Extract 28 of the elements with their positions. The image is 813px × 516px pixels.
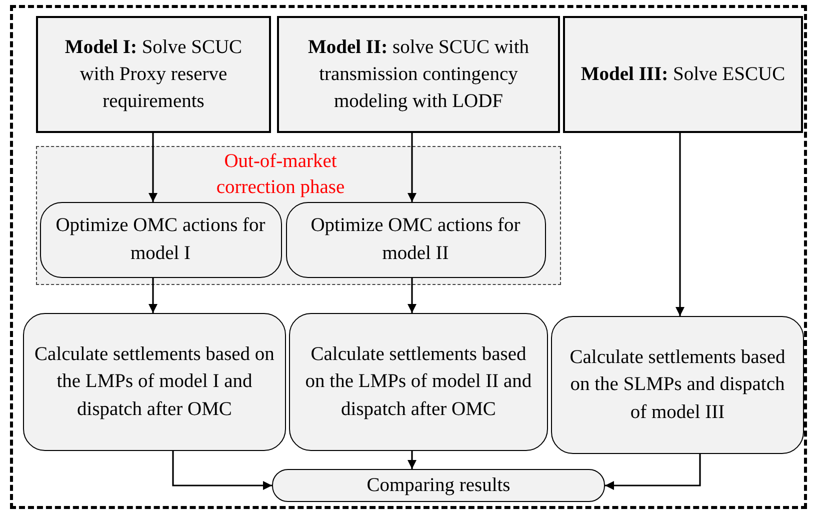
box-text: Model III: Solve ESCUC — [580, 62, 786, 87]
box-text: Model I: Solve SCUC with Proxy reserve requirements — [64, 36, 244, 114]
box-text: Calculate settlements based on the LMPs of model I and dispatch after OMC — [34, 343, 275, 422]
arrow — [676, 133, 684, 316]
arrow — [605, 454, 701, 490]
box-text: Model II: solve SCUC with transmission contingency modeling with LODF — [306, 36, 530, 114]
rounded-box — [551, 316, 804, 454]
arrow — [408, 278, 416, 313]
arrow — [148, 133, 158, 202]
result-box — [272, 469, 605, 502]
rounded-box — [40, 202, 282, 278]
arrow — [408, 133, 416, 202]
arrow — [148, 278, 158, 313]
phase-title: Out-of-market correction phase — [215, 150, 346, 200]
process-box — [36, 16, 271, 133]
box-text: Calculate settlements based on the LMPs of model II and dispatch after OMC — [304, 343, 533, 422]
box-text: Optimize OMC actions for model II — [310, 214, 522, 266]
rounded-box — [23, 313, 286, 451]
rounded-box — [289, 313, 548, 451]
rounded-box — [286, 202, 546, 278]
box-text: Calculate settlements based on the SLMPs and dispatch of model III — [568, 346, 786, 425]
arrow — [408, 451, 416, 469]
process-box — [277, 16, 560, 133]
box-text: Optimize OMC actions for model I — [54, 214, 266, 266]
box-text: Comparing results — [366, 474, 510, 498]
phase-group — [36, 146, 561, 285]
process-box — [563, 16, 803, 133]
arrow — [172, 451, 272, 490]
